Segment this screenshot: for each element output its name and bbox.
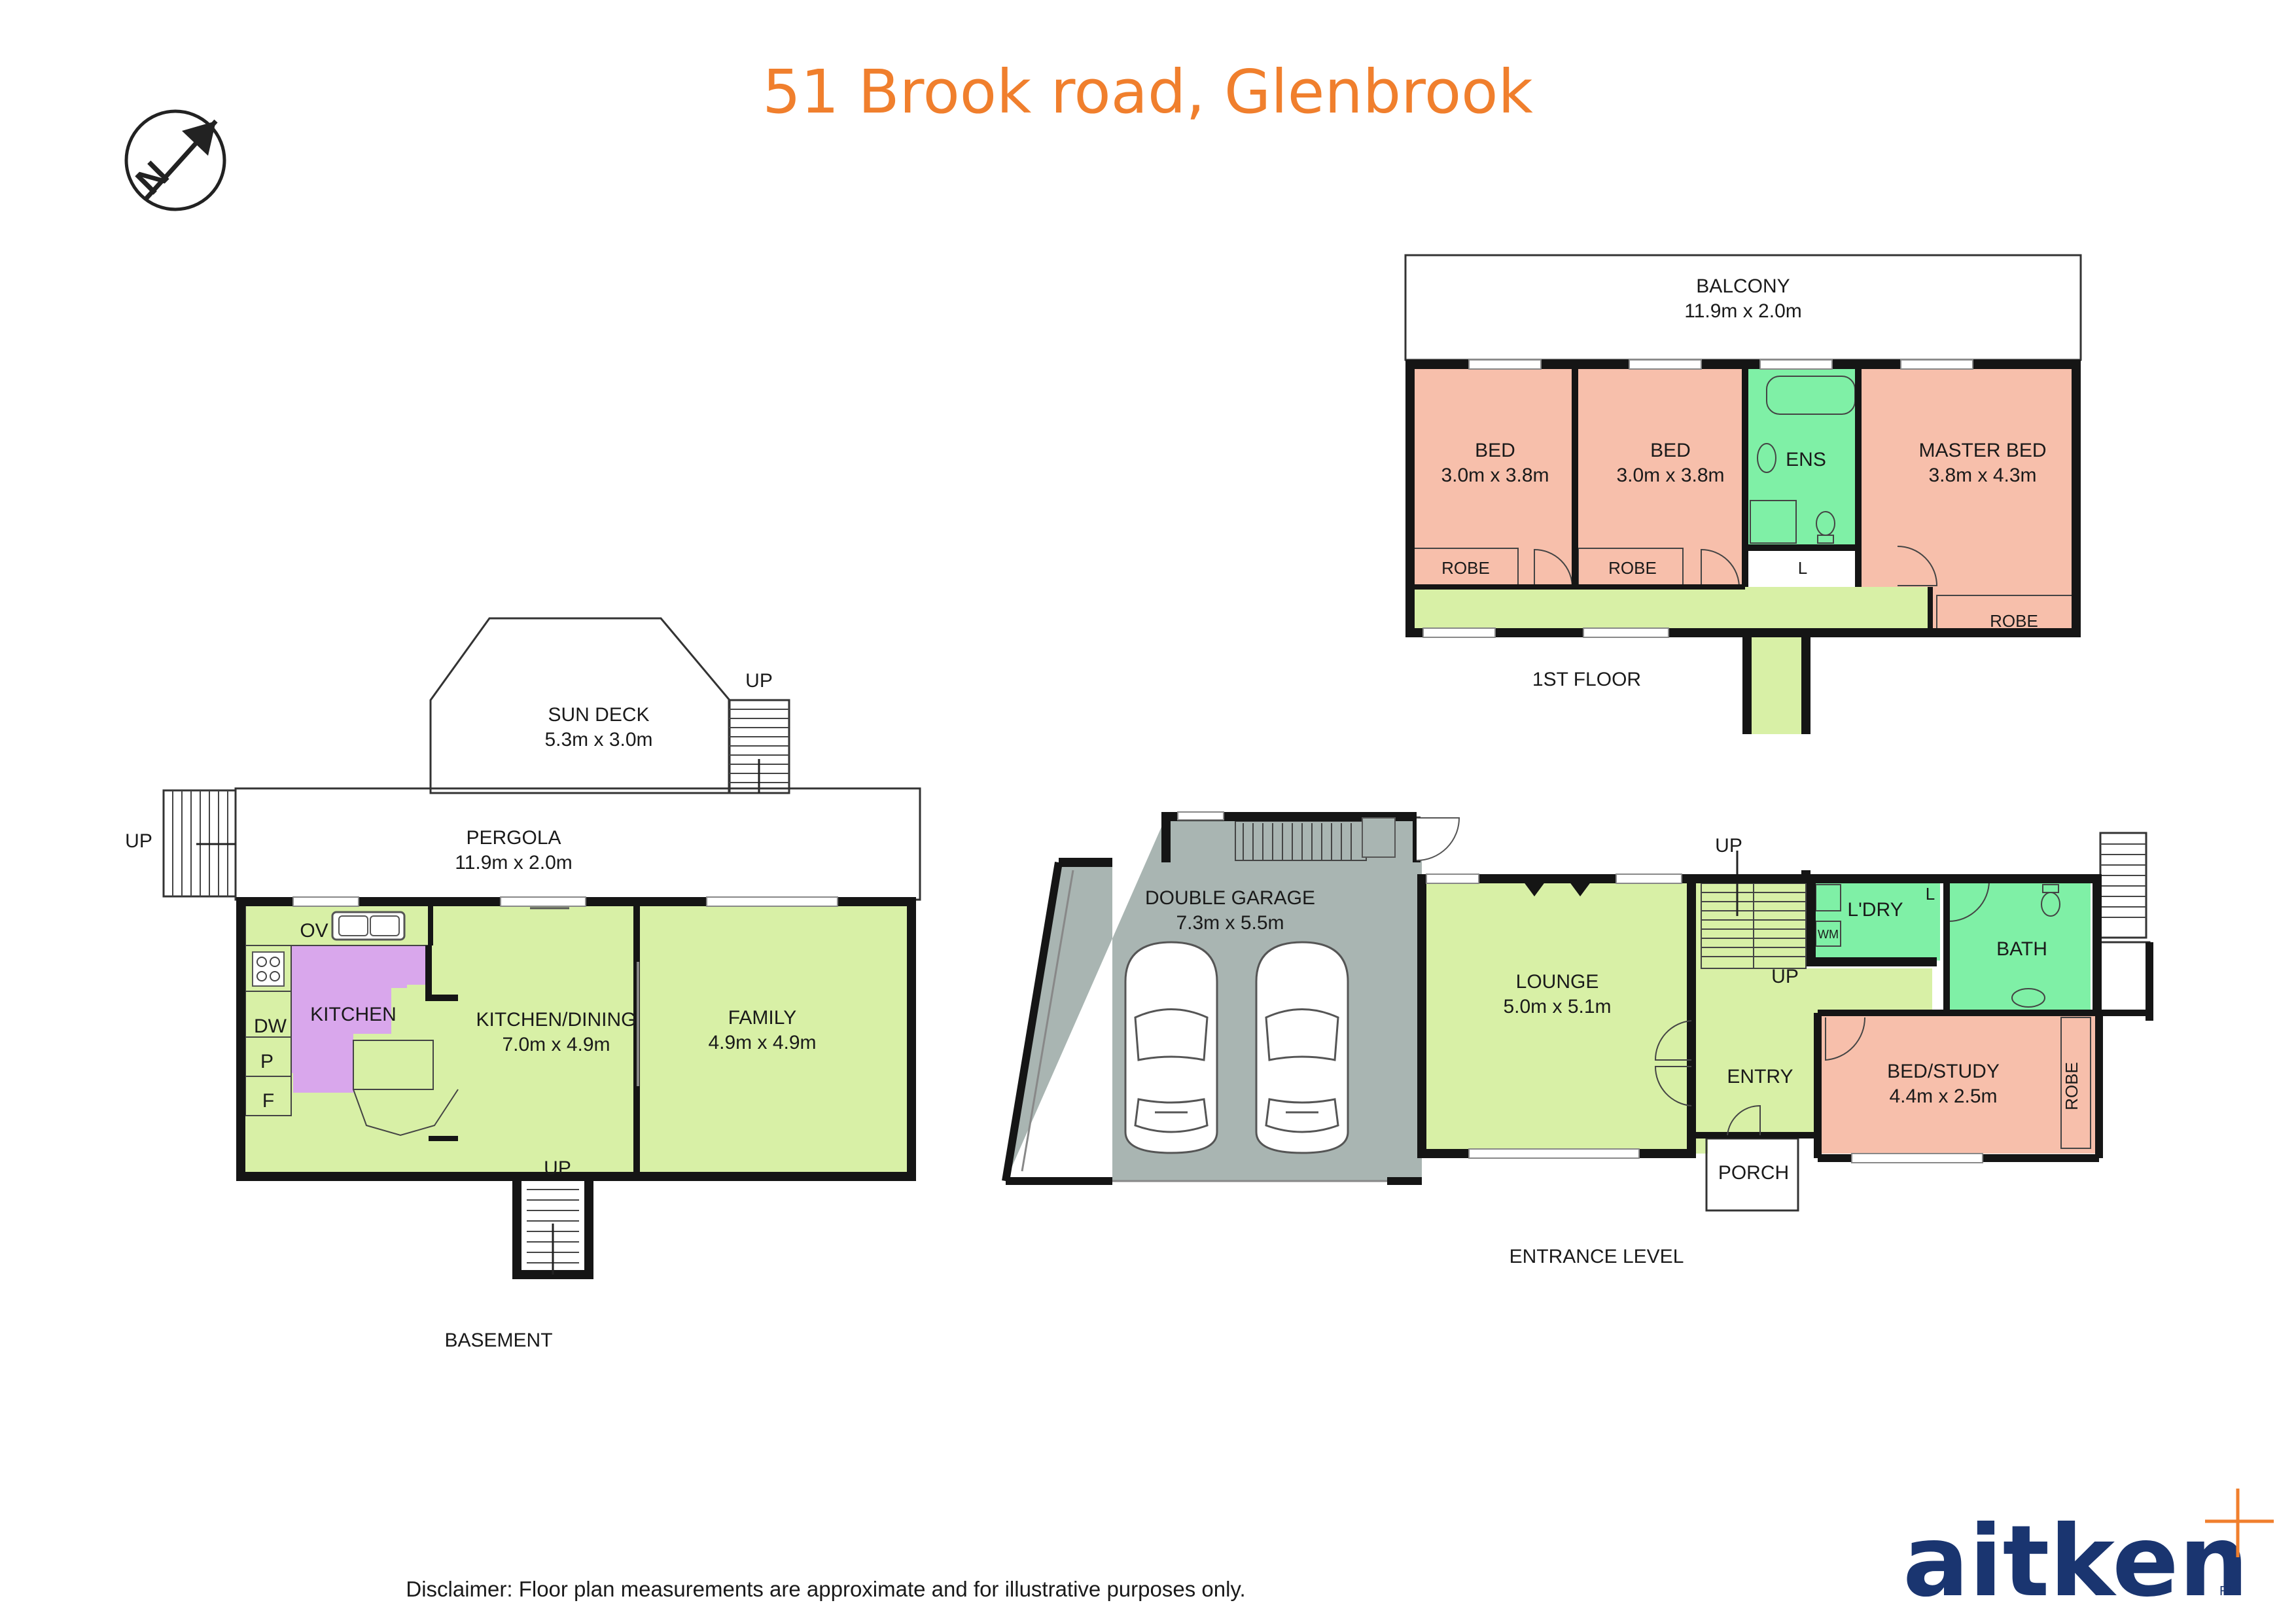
bed-study-size: 4.4m x 2.5m bbox=[1889, 1086, 1997, 1107]
washing-machine-label: WM bbox=[1818, 928, 1839, 941]
stairs-up-top: UP bbox=[1715, 835, 1742, 856]
sink-icon bbox=[331, 911, 406, 941]
first-hall-floor bbox=[1410, 587, 1930, 734]
bath-stairs bbox=[2099, 832, 2147, 939]
disclaimer: Disclaimer: Floor plan measurements are … bbox=[406, 1577, 1245, 1601]
stairs-up-inner: UP bbox=[1771, 966, 1799, 987]
bed-study-robe-label: ROBE bbox=[2062, 1062, 2081, 1110]
garage-label: DOUBLE GARAGE bbox=[1145, 887, 1315, 909]
porch-label: PORCH bbox=[1718, 1162, 1789, 1184]
oven-label: OV bbox=[300, 920, 328, 942]
bed2-label: BED bbox=[1650, 440, 1691, 461]
basin-icon bbox=[2011, 988, 2045, 1008]
bed2-size: 3.0m x 3.8m bbox=[1616, 465, 1724, 486]
deck-stairs bbox=[728, 699, 790, 794]
master-robe-label: ROBE bbox=[1990, 611, 2038, 631]
bed1-size: 3.0m x 3.8m bbox=[1441, 465, 1549, 486]
car-icon-left bbox=[1124, 941, 1218, 1154]
page-title: 51 Brook road, Glenbrook bbox=[762, 57, 1533, 127]
bottom-stairs-up: UP bbox=[544, 1157, 571, 1179]
bed-study-floor bbox=[1818, 1013, 2099, 1154]
pergola-label: PERGOLA bbox=[466, 827, 561, 849]
bath-label: BATH bbox=[1996, 938, 2047, 960]
pantry-label: P bbox=[260, 1051, 274, 1072]
fridge-label: F bbox=[262, 1090, 274, 1112]
first-linen-label: L bbox=[1798, 558, 1807, 578]
family-size: 4.9m x 4.9m bbox=[708, 1032, 816, 1053]
bed1-floor bbox=[1410, 364, 1575, 587]
balcony-size: 11.9m x 2.0m bbox=[1684, 300, 1802, 322]
left-stairs bbox=[162, 789, 237, 898]
lounge-size: 5.0m x 5.1m bbox=[1503, 996, 1611, 1017]
bottom-stairs bbox=[512, 1172, 593, 1279]
deck-stairs-up: UP bbox=[745, 670, 773, 692]
laundry-floor bbox=[1812, 879, 1940, 961]
bed1-robe-label: ROBE bbox=[1441, 558, 1490, 578]
logo-suffix: RE bbox=[2219, 1584, 2238, 1598]
bed2-floor bbox=[1575, 364, 1745, 587]
shower-icon bbox=[1750, 500, 1797, 544]
ensuite-label: ENS bbox=[1786, 449, 1826, 470]
pergola-size: 11.9m x 2.0m bbox=[455, 852, 573, 874]
bed-study-label: BED/STUDY bbox=[1887, 1061, 2000, 1082]
sun-deck-size: 5.3m x 3.0m bbox=[544, 729, 652, 750]
kitchen-floor bbox=[291, 945, 429, 1093]
kitchen-dining-label: KITCHEN/DINING bbox=[476, 1009, 636, 1031]
basement-plan: SUN DECK 5.3m x 3.0m UP PERGOLA 11.9m x … bbox=[125, 617, 921, 1351]
dishwasher-label: DW bbox=[254, 1015, 287, 1037]
balcony-label: BALCONY bbox=[1696, 275, 1790, 297]
laundry-label: L'DRY bbox=[1847, 899, 1903, 921]
ensuite-basin-icon bbox=[1757, 443, 1776, 473]
master-bed-size: 3.8m x 4.3m bbox=[1928, 465, 2036, 486]
entrance-level-plan: DOUBLE GARAGE 7.3m x 5.5m LOUNGE 5.0m x … bbox=[1002, 811, 2153, 1267]
north-arrow-icon: N bbox=[124, 109, 226, 211]
ensuite-floor bbox=[1745, 364, 1858, 548]
entry-label: ENTRY bbox=[1727, 1066, 1793, 1087]
car-icon-right bbox=[1255, 941, 1349, 1154]
bed2-robe-label: ROBE bbox=[1608, 558, 1657, 578]
master-bed-label: MASTER BED bbox=[1918, 440, 2046, 461]
bed1-label: BED bbox=[1475, 440, 1515, 461]
logo-word: aitken bbox=[1903, 1505, 2249, 1619]
aitken-logo: aitken RE bbox=[1903, 1489, 2274, 1619]
lounge-floor bbox=[1422, 879, 1691, 1154]
ensuite-toilet-icon bbox=[1816, 511, 1835, 544]
kitchen-label: KITCHEN bbox=[310, 1004, 397, 1025]
family-floor bbox=[637, 902, 911, 1176]
pergola bbox=[234, 787, 921, 901]
first-floor-plan: BALCONY 11.9m x 2.0m BED 3.0m x 3.8m ROB… bbox=[1404, 254, 2082, 734]
sun-deck-label: SUN DECK bbox=[548, 704, 649, 726]
left-stairs-up: UP bbox=[125, 830, 152, 852]
lounge-label: LOUNGE bbox=[1516, 971, 1599, 993]
first-floor-label: 1ST FLOOR bbox=[1532, 669, 1641, 690]
toilet-icon bbox=[2041, 884, 2060, 917]
kitchen-dining-size: 7.0m x 4.9m bbox=[502, 1034, 610, 1055]
basement-label: BASEMENT bbox=[444, 1330, 552, 1351]
cooktop-icon bbox=[252, 951, 285, 987]
laundry-linen-label: L bbox=[1926, 884, 1935, 904]
logo-plus-icon bbox=[2205, 1489, 2274, 1557]
family-label: FAMILY bbox=[728, 1007, 796, 1029]
garage-size: 7.3m x 5.5m bbox=[1176, 912, 1284, 934]
entrance-level-label: ENTRANCE LEVEL bbox=[1510, 1246, 1684, 1267]
